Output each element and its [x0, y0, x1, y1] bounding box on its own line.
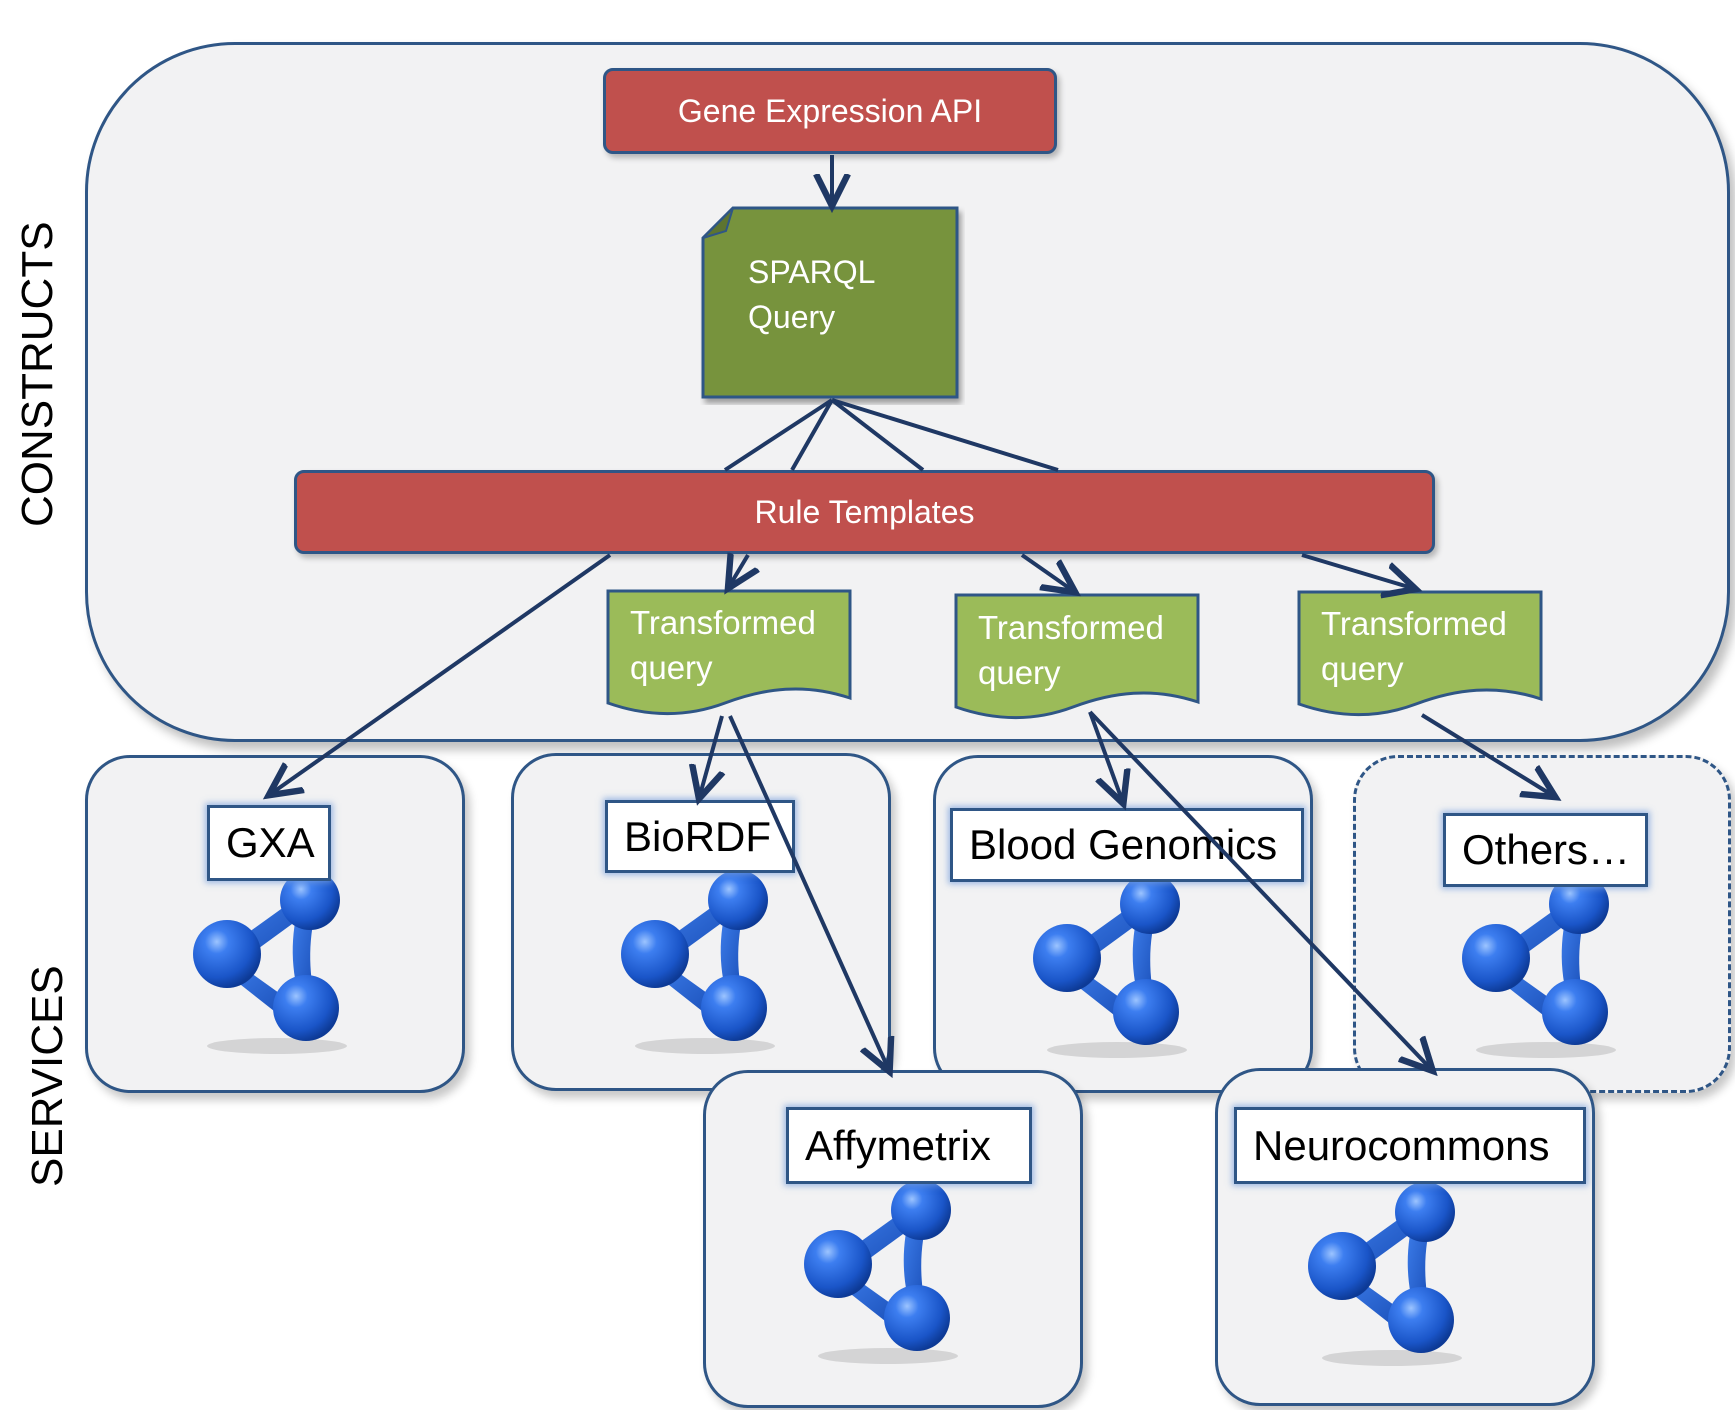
arrow-tq1-to-affymetrix: [728, 715, 888, 1068]
transformed-query-label-2: Transformed query: [978, 605, 1164, 695]
sparql-line-2: Query: [748, 299, 836, 335]
transformed-query-label-1: Transformed query: [630, 600, 816, 690]
transformed-query-doc-1: [606, 589, 852, 715]
transformed-query-doc-2: [954, 593, 1200, 719]
line-sparql-to-rules-3: [830, 398, 925, 472]
biordf-label: BioRDF: [605, 800, 795, 873]
tq1-line-2: query: [630, 649, 713, 686]
sparql-query-document: [701, 206, 959, 399]
line-sparql-to-rules-1: [723, 398, 834, 472]
sparql-line-1: SPARQL: [748, 254, 876, 290]
tq3-line-1: Transformed: [1321, 605, 1507, 642]
sparql-query-label: SPARQL Query: [748, 250, 875, 340]
neurocommons-label: Neurocommons: [1234, 1107, 1586, 1184]
arrow-tq1-to-biordf: [700, 715, 722, 795]
line-sparql-to-rules-4: [831, 398, 1059, 472]
tq2-line-2: query: [978, 654, 1061, 691]
tq1-line-1: Transformed: [630, 604, 816, 641]
arrow-rules-to-tq1: [730, 555, 748, 585]
tq3-line-2: query: [1321, 650, 1404, 687]
arrow-rules-to-gxa: [272, 553, 612, 793]
arrow-tq2-to-neurocommons: [1088, 710, 1430, 1068]
transformed-query-label-3: Transformed query: [1321, 601, 1507, 691]
arrow-rules-to-tq3: [1301, 553, 1412, 588]
rule-templates-bar: Rule Templates: [294, 470, 1435, 554]
others-label: Others…: [1443, 813, 1648, 887]
arrow-tq3-to-others: [1420, 713, 1552, 795]
affymetrix-label: Affymetrix: [786, 1107, 1032, 1184]
tq2-line-1: Transformed: [978, 609, 1164, 646]
arrow-tq2-to-blood-genomics: [1088, 711, 1122, 800]
gxa-label: GXA: [207, 805, 331, 881]
blood-genomics-label: Blood Genomics: [950, 808, 1304, 882]
transformed-query-doc-3: [1297, 590, 1543, 716]
line-sparql-to-rules-2: [790, 399, 834, 471]
gene-expression-api-box: Gene Expression API: [603, 68, 1057, 154]
arrow-rules-to-tq2: [1020, 553, 1072, 590]
